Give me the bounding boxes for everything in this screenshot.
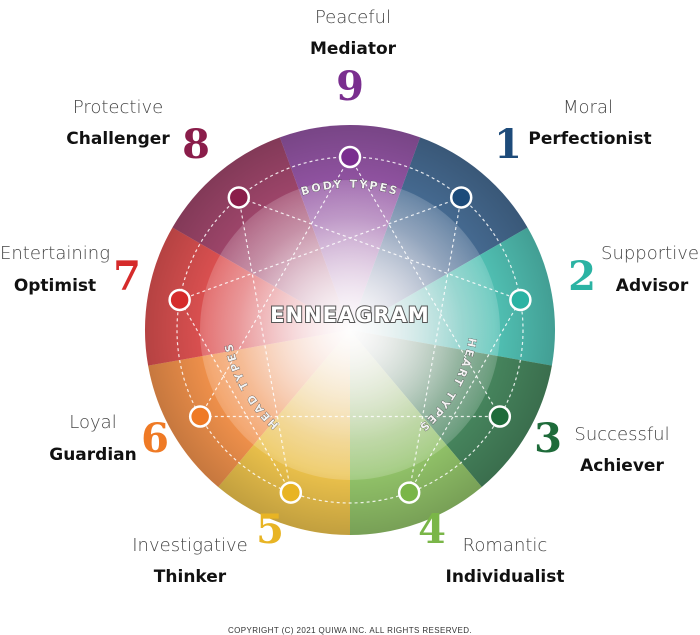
type-trait-5: Investigative <box>132 535 248 556</box>
type-trait-8: Protective <box>73 97 163 118</box>
type-node-3 <box>488 405 512 428</box>
type-trait-6: Loyal <box>69 412 116 433</box>
type-role-7: Optimist <box>14 276 96 296</box>
type-node-7 <box>168 288 191 312</box>
type-node-4 <box>397 481 421 504</box>
center-title: ENNEAGRAM <box>270 303 430 327</box>
type-number-4: 4 <box>418 506 446 553</box>
type-role-1: Perfectionist <box>528 129 651 149</box>
type-number-9: 9 <box>336 63 364 110</box>
type-trait-9: Peaceful <box>315 7 391 28</box>
type-trait-1: Moral <box>563 97 613 118</box>
type-role-4: Individualist <box>446 567 565 587</box>
type-number-5: 5 <box>256 506 284 553</box>
type-node-9 <box>338 145 362 169</box>
type-node-5 <box>279 481 303 504</box>
type-nodes <box>168 145 532 504</box>
type-number-7: 7 <box>113 253 141 300</box>
type-role-6: Guardian <box>49 445 136 465</box>
type-trait-7: Entertaining <box>0 243 110 264</box>
type-role-2: Advisor <box>616 276 689 296</box>
node-circle-line <box>176 156 524 504</box>
type-node-8 <box>227 186 251 209</box>
type-number-3: 3 <box>534 415 562 462</box>
type-trait-2: Supportive <box>601 243 699 264</box>
type-number-6: 6 <box>141 415 169 462</box>
type-number-8: 8 <box>182 121 210 168</box>
inner-disc <box>200 180 500 480</box>
type-role-3: Achiever <box>580 456 664 476</box>
type-number-2: 2 <box>568 253 596 300</box>
type-role-8: Challenger <box>66 129 170 149</box>
type-node-6 <box>188 405 212 428</box>
type-node-1 <box>449 186 473 209</box>
type-role-9: Mediator <box>310 39 397 59</box>
type-role-5: Thinker <box>154 567 227 587</box>
copyright-notice: COPYRIGHT (C) 2021 QUIWA INC. ALL RIGHTS… <box>228 626 472 635</box>
type-trait-3: Successful <box>574 424 669 445</box>
enneagram-lines <box>176 155 524 504</box>
type-trait-4: Romantic <box>463 535 548 556</box>
type-node-2 <box>509 288 532 312</box>
type-number-1: 1 <box>494 121 522 168</box>
